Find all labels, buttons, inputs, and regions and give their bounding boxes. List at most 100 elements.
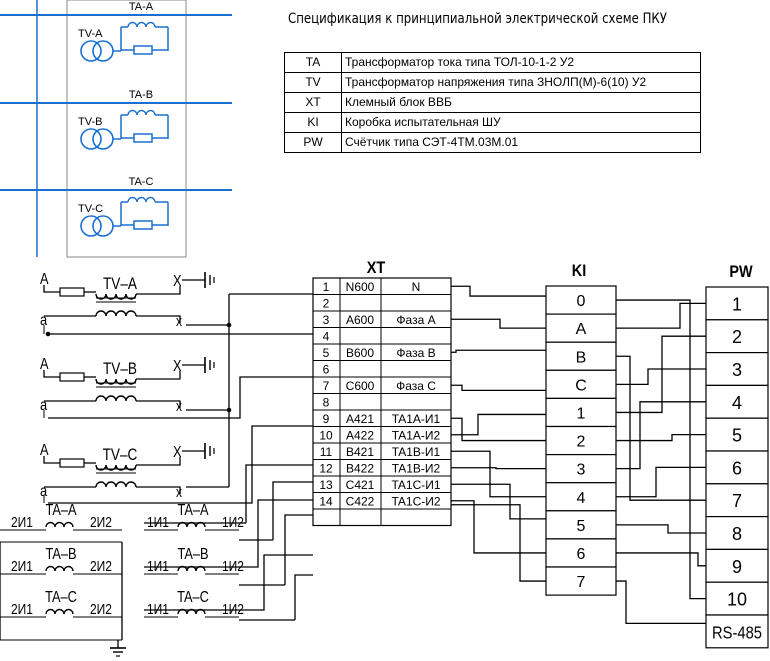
xt-terminal-signal: TA1C-И1 [391, 478, 440, 492]
ki-cell [545, 285, 617, 315]
pw-terminal-label: 10 [727, 590, 747, 610]
pw-cell [705, 450, 769, 485]
tv-terminal-label: x [176, 398, 182, 415]
wire [136, 457, 181, 466]
ct-terminal-label: 1И1 [147, 514, 169, 531]
xt-terminal-signal: TA1B-И1 [392, 445, 441, 459]
tv-terminal-label: x [176, 484, 182, 501]
pw-terminal-label: 2 [732, 327, 742, 347]
spec-desc: Счётчик типа СЭТ-4ТМ.03М.01 [341, 132, 701, 153]
ct-coil [45, 608, 74, 615]
xt-terminal-number: 8 [323, 395, 330, 409]
wire [616, 335, 706, 414]
tv-terminal-label: A [40, 442, 49, 460]
xt-terminal-mark: B422 [346, 461, 374, 475]
xt-terminal-mark: A422 [346, 428, 374, 442]
top-tv-label: TV-A [78, 28, 103, 40]
wire [451, 384, 546, 392]
ki-terminal-label: 3 [577, 462, 586, 479]
ct-terminal-label: 1И1 [147, 558, 169, 575]
top-fuse [133, 133, 153, 143]
tv-secondary-coil [95, 395, 137, 402]
spec-title: Спецификация к принципиальной электричес… [288, 11, 667, 27]
ct-coil [177, 521, 206, 528]
top-fuse [133, 45, 153, 55]
xt-block [312, 277, 452, 527]
wire [451, 417, 546, 442]
tv-terminal-label: X [173, 358, 182, 376]
pw-terminal-label: 6 [732, 458, 742, 478]
top-ta-label: TA-C [129, 176, 154, 188]
wire [616, 433, 706, 442]
xt-terminal-signal: TA1A-И1 [392, 412, 441, 426]
xt-terminal-number: 6 [323, 362, 330, 376]
ki-cell [545, 341, 617, 371]
wire [48, 376, 313, 419]
xt-terminal-mark: N600 [346, 280, 375, 294]
top-tv-circle [92, 215, 114, 237]
wire [451, 483, 546, 520]
tv-secondary-coil [95, 310, 137, 317]
wire [257, 499, 313, 548]
wire [245, 464, 313, 523]
xt-header: XT [367, 259, 386, 277]
top-tv-circle [80, 40, 102, 62]
tv-terminal-label: A [40, 271, 49, 289]
ki-terminal-label: 2 [577, 434, 586, 451]
wire [136, 371, 181, 380]
ct-terminal-label: 2И2 [90, 558, 112, 575]
pw-terminal-label: 3 [732, 360, 742, 380]
ct-label: TA–A [45, 502, 76, 520]
spec-desc: Клемный блок ВВБ [341, 92, 701, 113]
unit-frame [66, 0, 187, 258]
junction-dot [45, 331, 51, 337]
wire [616, 552, 706, 567]
top-tv-label: TV-B [78, 116, 102, 128]
xt-terminal-number: 3 [323, 313, 330, 327]
tv-terminal-label: X [173, 273, 182, 291]
ct-coil [45, 521, 74, 528]
top-ct-coil [127, 196, 156, 203]
tv-terminal-label: A [40, 356, 49, 374]
tv-terminal-label: a [40, 397, 48, 415]
pw-terminal-label: 5 [732, 426, 742, 446]
xt-terminal-mark: B421 [346, 445, 374, 459]
ki-cell [545, 369, 617, 399]
wire [616, 368, 706, 386]
ct-coil [177, 565, 206, 572]
wire [136, 400, 181, 408]
ki-terminal-label: A [576, 321, 587, 338]
wire [451, 318, 546, 329]
xt-terminal-mark: C600 [346, 379, 375, 393]
ki-cell [545, 313, 617, 343]
pw-terminal-label: RS-485 [712, 623, 762, 643]
xt-terminal-number: 10 [319, 428, 333, 442]
top-tv-circle [92, 128, 114, 150]
ct-terminal-label: 2И1 [11, 514, 33, 531]
wire [616, 466, 706, 498]
top-fuse [133, 220, 153, 230]
xt-terminal-signal: TA1A-И2 [392, 428, 441, 442]
wire [616, 401, 706, 470]
pw-terminal-label: 4 [732, 393, 742, 413]
xt-terminal-signal: Фаза A [396, 313, 435, 327]
wire [43, 285, 60, 293]
ct-terminal-label: 1И2 [222, 514, 244, 531]
xt-terminal-number: 2 [323, 296, 330, 310]
ct-label: TA–C [177, 589, 209, 607]
wire [616, 299, 706, 600]
ct-terminal-label: 2И1 [11, 558, 33, 575]
pw-cell [705, 483, 769, 518]
wire [136, 486, 181, 494]
wire [284, 514, 313, 585]
wire [451, 413, 546, 436]
wire [263, 554, 313, 598]
ct-terminal-label: 1И2 [222, 601, 244, 618]
wire [451, 285, 546, 297]
top-tv-label: TV-C [78, 203, 103, 215]
top-ct-coil [127, 109, 156, 116]
pw-cell [705, 548, 769, 583]
